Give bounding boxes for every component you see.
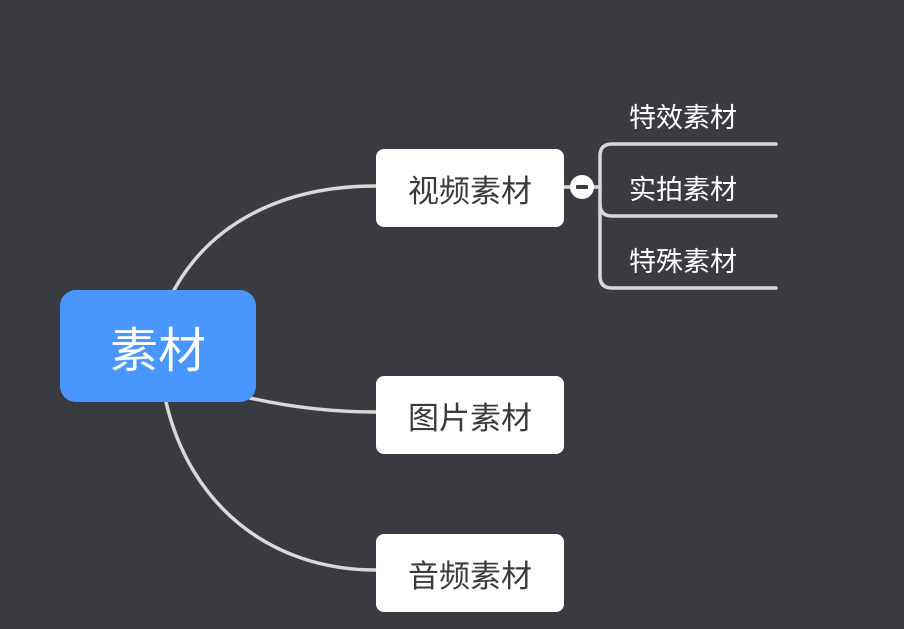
branch-node-image[interactable]: 图片素材 bbox=[376, 376, 564, 454]
root-node[interactable]: 素材 bbox=[60, 290, 256, 402]
minus-bar bbox=[576, 185, 588, 189]
connector-root-audio bbox=[164, 400, 378, 572]
connector-root-video bbox=[172, 184, 378, 292]
connector-root-image bbox=[248, 396, 378, 414]
collapse-minus-icon[interactable] bbox=[570, 175, 594, 199]
leaf-node-live-footage[interactable]: 实拍素材 bbox=[629, 174, 737, 206]
leaf-node-special[interactable]: 特殊素材 bbox=[629, 246, 737, 278]
connector-leaf-divider bbox=[598, 202, 778, 218]
connector-bracket bbox=[598, 142, 778, 290]
leaf-node-effects[interactable]: 特效素材 bbox=[629, 102, 737, 134]
branch-node-audio[interactable]: 音频素材 bbox=[376, 534, 564, 612]
branch-node-video[interactable]: 视频素材 bbox=[376, 149, 564, 227]
